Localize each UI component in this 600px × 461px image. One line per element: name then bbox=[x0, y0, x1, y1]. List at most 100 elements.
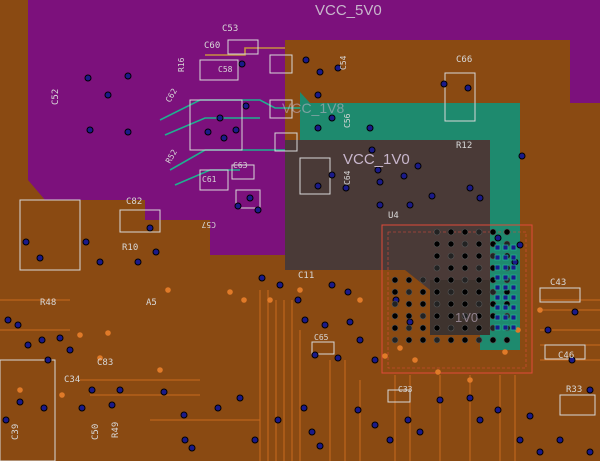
via bbox=[386, 436, 394, 444]
refdes-c60: C60 bbox=[204, 41, 220, 51]
bga-ball bbox=[447, 264, 455, 272]
via bbox=[14, 321, 22, 329]
pad bbox=[467, 377, 473, 383]
bga-ball bbox=[475, 252, 483, 260]
edge-pin bbox=[494, 264, 501, 271]
edge-pin bbox=[510, 294, 517, 301]
edge-pin bbox=[502, 324, 509, 331]
bga-ball bbox=[447, 228, 455, 236]
pad bbox=[537, 307, 543, 313]
pad bbox=[77, 332, 83, 338]
bga-ball bbox=[433, 288, 441, 296]
edge-pin bbox=[502, 304, 509, 311]
bga-ball bbox=[447, 324, 455, 332]
bga-ball bbox=[391, 336, 399, 344]
pad bbox=[515, 327, 521, 333]
bga-ball bbox=[475, 240, 483, 248]
via bbox=[254, 206, 262, 214]
via bbox=[314, 124, 322, 132]
via bbox=[516, 241, 524, 249]
via bbox=[242, 102, 250, 110]
bga-ball bbox=[405, 324, 413, 332]
via bbox=[428, 192, 436, 200]
refdes-c63: C63 bbox=[233, 161, 248, 170]
via bbox=[436, 396, 444, 404]
edge-pin bbox=[502, 264, 509, 271]
refdes-c61: C61 bbox=[202, 175, 217, 184]
bga-ball bbox=[475, 264, 483, 272]
bga-ball bbox=[447, 276, 455, 284]
bga-ball bbox=[475, 288, 483, 296]
via bbox=[316, 442, 324, 450]
edge-pin bbox=[510, 314, 517, 321]
bga-ball bbox=[391, 312, 399, 320]
via bbox=[2, 416, 10, 424]
via bbox=[104, 91, 112, 99]
via bbox=[366, 124, 374, 132]
bga-ball bbox=[433, 228, 441, 236]
via bbox=[556, 436, 564, 444]
via bbox=[544, 326, 552, 334]
via bbox=[24, 341, 32, 349]
bga-ball bbox=[489, 288, 497, 296]
refdes-c57: C57 bbox=[201, 220, 216, 229]
pad bbox=[267, 297, 273, 303]
refdes-r33: R33 bbox=[566, 385, 582, 395]
pad bbox=[227, 289, 233, 295]
edge-pin bbox=[502, 284, 509, 291]
via bbox=[371, 421, 379, 429]
edge-pin bbox=[502, 244, 509, 251]
via bbox=[56, 334, 64, 342]
edge-pin bbox=[502, 294, 509, 301]
bga-ball bbox=[405, 288, 413, 296]
via bbox=[466, 394, 474, 402]
via bbox=[344, 288, 352, 296]
refdes-c50: C50 bbox=[91, 424, 101, 440]
bga-ball bbox=[489, 240, 497, 248]
via bbox=[78, 404, 86, 412]
edge-pin bbox=[494, 294, 501, 301]
via bbox=[4, 316, 12, 324]
via bbox=[96, 258, 104, 266]
bga-ball bbox=[461, 336, 469, 344]
bga-ball bbox=[405, 336, 413, 344]
net-label-vcc-5v0: VCC_5V0 bbox=[315, 2, 382, 19]
vcc-5v0-plane[interactable] bbox=[28, 0, 600, 255]
via bbox=[220, 134, 228, 142]
bga-ball bbox=[461, 264, 469, 272]
bga-ball bbox=[475, 312, 483, 320]
edge-pin bbox=[494, 254, 501, 261]
bga-ball bbox=[433, 264, 441, 272]
orange-trace-top bbox=[205, 47, 285, 56]
bga-ball bbox=[475, 300, 483, 308]
refdes-c34: C34 bbox=[64, 375, 80, 385]
refdes-c64: C64 bbox=[343, 170, 352, 185]
edge-pin bbox=[494, 324, 501, 331]
via bbox=[294, 296, 302, 304]
bga-ball bbox=[461, 300, 469, 308]
bga-ball bbox=[447, 312, 455, 320]
via bbox=[440, 80, 448, 88]
via bbox=[36, 254, 44, 262]
bga-ball bbox=[461, 288, 469, 296]
via bbox=[400, 172, 408, 180]
pad bbox=[412, 357, 418, 363]
bga-ball bbox=[405, 300, 413, 308]
bga-ball bbox=[433, 324, 441, 332]
edge-pin bbox=[494, 304, 501, 311]
bga-ball bbox=[391, 276, 399, 284]
via bbox=[328, 281, 336, 289]
bga-ball bbox=[419, 288, 427, 296]
bga-ball bbox=[461, 276, 469, 284]
bga-ball bbox=[433, 252, 441, 260]
edge-pin bbox=[510, 254, 517, 261]
via bbox=[414, 162, 422, 170]
refdes-c46: C46 bbox=[558, 351, 574, 361]
pad bbox=[397, 345, 403, 351]
edge-pin bbox=[502, 314, 509, 321]
via bbox=[586, 448, 594, 456]
via bbox=[406, 201, 414, 209]
bga-ball bbox=[419, 276, 427, 284]
